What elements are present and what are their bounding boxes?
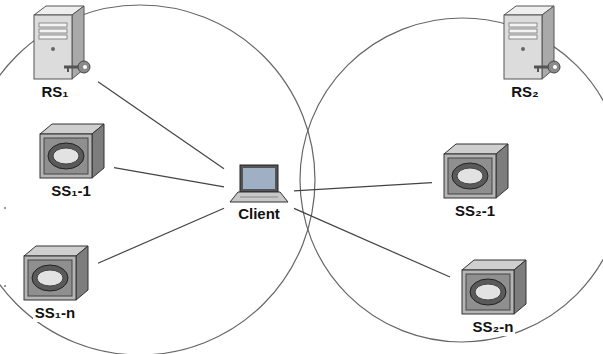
server-icon xyxy=(486,3,564,83)
connector-line xyxy=(114,168,224,187)
storage-icon xyxy=(30,120,112,182)
node-label: SS₂-n xyxy=(471,318,516,336)
storage-node: SS₂-1 xyxy=(432,140,518,220)
connector-line xyxy=(294,183,432,191)
node-label: Client xyxy=(236,205,282,223)
connector-line xyxy=(98,82,224,169)
node-label: RS₁ xyxy=(39,83,70,101)
storage-icon xyxy=(452,256,534,318)
dot xyxy=(4,207,6,209)
server-node: RS₂ xyxy=(482,3,568,101)
storage-node: SS₁-n xyxy=(12,242,98,322)
node-label: SS₂-1 xyxy=(453,202,497,220)
storage-node: SS₂-n xyxy=(450,256,536,336)
node-label: RS₂ xyxy=(509,83,541,101)
left-domain-circle xyxy=(0,5,315,354)
connector-line xyxy=(98,208,224,263)
node-label: SS₁-n xyxy=(33,304,77,322)
connector-line xyxy=(294,208,450,277)
storage-icon xyxy=(434,140,516,202)
laptop-node: Client xyxy=(224,163,294,223)
storage-node: SS₁-1 xyxy=(28,120,114,200)
right-domain-circle xyxy=(300,18,603,342)
server-node: RS₁ xyxy=(12,3,98,101)
server-icon xyxy=(16,3,94,83)
storage-icon xyxy=(14,242,96,304)
dot xyxy=(4,285,6,287)
node-label: SS₁-1 xyxy=(49,182,93,200)
laptop-icon xyxy=(226,163,292,205)
